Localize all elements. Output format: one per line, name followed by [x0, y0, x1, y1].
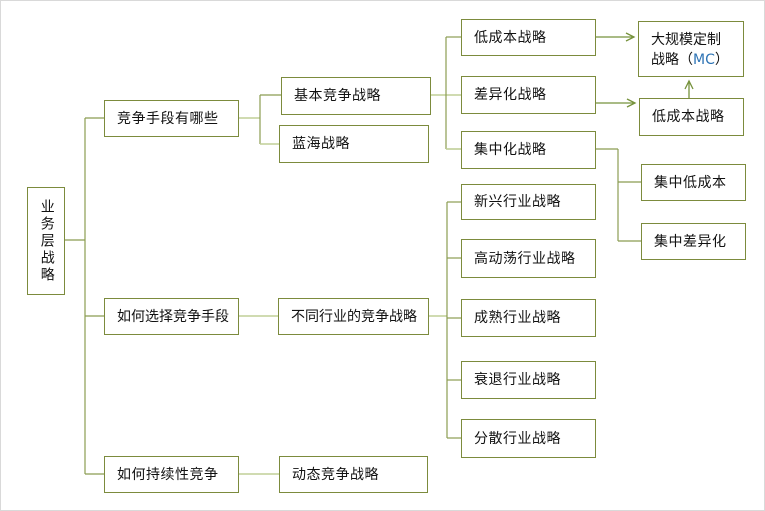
node-label: 集中低成本: [654, 174, 727, 191]
node-label: 如何选择竞争手段: [117, 308, 229, 325]
node-dynamic-competition-strategy[interactable]: 动态竞争战略: [279, 456, 428, 493]
node-sustainable-competition[interactable]: 如何持续性竞争: [104, 456, 239, 493]
node-label: 新兴行业战略: [474, 194, 561, 210]
node-focused-low-cost[interactable]: 集中低成本: [641, 164, 746, 201]
node-label: 不同行业的竞争战略: [291, 308, 417, 325]
node-label: 低成本战略: [652, 109, 725, 125]
mc-highlight-text: MC: [693, 52, 715, 68]
node-label: 低成本战略: [474, 29, 547, 46]
node-differentiation-strategy[interactable]: 差异化战略: [461, 76, 596, 114]
node-label: 蓝海战略: [292, 136, 350, 152]
mc-line1: 大规模定制: [651, 32, 721, 48]
node-root-label: 业务层战略: [38, 198, 55, 284]
node-basic-competitive-strategy[interactable]: 基本竞争战略: [281, 77, 431, 115]
node-root[interactable]: 业务层战略: [27, 187, 65, 295]
node-label: 如何持续性竞争: [117, 466, 219, 483]
node-declining-industry[interactable]: 衰退行业战略: [461, 361, 596, 399]
node-label: 大规模定制战略（MC）: [639, 22, 729, 70]
node-label: 成熟行业战略: [474, 310, 561, 326]
node-label: 集中化战略: [474, 142, 547, 158]
node-label: 差异化战略: [474, 87, 547, 103]
mc-line2-suffix: ）: [714, 52, 729, 68]
node-emerging-industry[interactable]: 新兴行业战略: [461, 184, 596, 220]
node-low-cost-strategy-2[interactable]: 低成本战略: [639, 98, 744, 136]
node-low-cost-strategy[interactable]: 低成本战略: [461, 19, 596, 56]
node-label: 高动荡行业战略: [474, 250, 576, 267]
node-label: 分散行业战略: [474, 430, 561, 447]
node-competition-methods[interactable]: 竞争手段有哪些: [104, 100, 239, 137]
mc-line2-prefix: 战略（: [651, 52, 693, 68]
node-industry-strategies[interactable]: 不同行业的竞争战略: [278, 298, 429, 335]
node-blue-ocean-strategy[interactable]: 蓝海战略: [279, 125, 429, 163]
node-label: 衰退行业战略: [474, 372, 561, 388]
node-fragmented-industry[interactable]: 分散行业战略: [461, 419, 596, 458]
node-turbulent-industry[interactable]: 高动荡行业战略: [461, 239, 596, 278]
node-label: 竞争手段有哪些: [117, 110, 219, 127]
node-label: 基本竞争战略: [294, 88, 381, 104]
node-how-to-choose[interactable]: 如何选择竞争手段: [104, 298, 239, 335]
node-focused-differentiation[interactable]: 集中差异化: [641, 223, 746, 260]
node-focus-strategy[interactable]: 集中化战略: [461, 131, 596, 169]
node-label: 集中差异化: [654, 233, 727, 250]
node-mature-industry[interactable]: 成熟行业战略: [461, 299, 596, 337]
node-mass-customization[interactable]: 大规模定制战略（MC）: [638, 21, 744, 77]
node-label: 动态竞争战略: [292, 466, 379, 483]
